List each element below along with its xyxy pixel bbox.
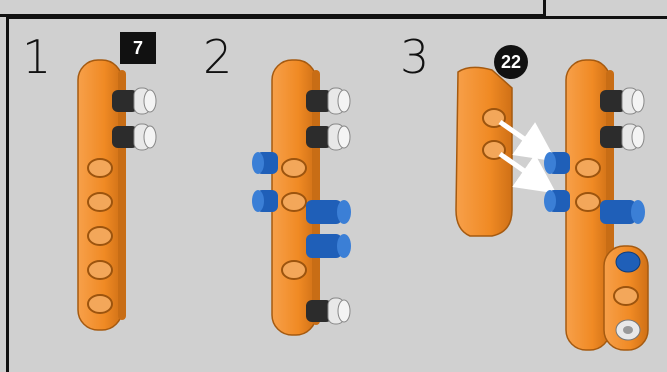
blue-pin	[306, 234, 351, 258]
blue-pin	[544, 152, 570, 174]
black-pin	[600, 88, 644, 114]
black-pin	[306, 298, 350, 324]
blue-pin	[544, 190, 570, 212]
blue-pin	[616, 252, 640, 272]
black-pin	[112, 88, 156, 114]
blue-pin	[600, 200, 645, 224]
black-pin	[306, 124, 350, 150]
blue-pin	[252, 152, 278, 174]
part-22-beam	[456, 67, 512, 236]
gray-pin	[616, 320, 640, 340]
blue-pin	[252, 190, 278, 212]
black-pin	[306, 88, 350, 114]
black-pin	[600, 124, 644, 150]
blue-pin	[306, 200, 351, 224]
black-pin	[112, 124, 156, 150]
part-number-badge: 22	[494, 45, 528, 79]
